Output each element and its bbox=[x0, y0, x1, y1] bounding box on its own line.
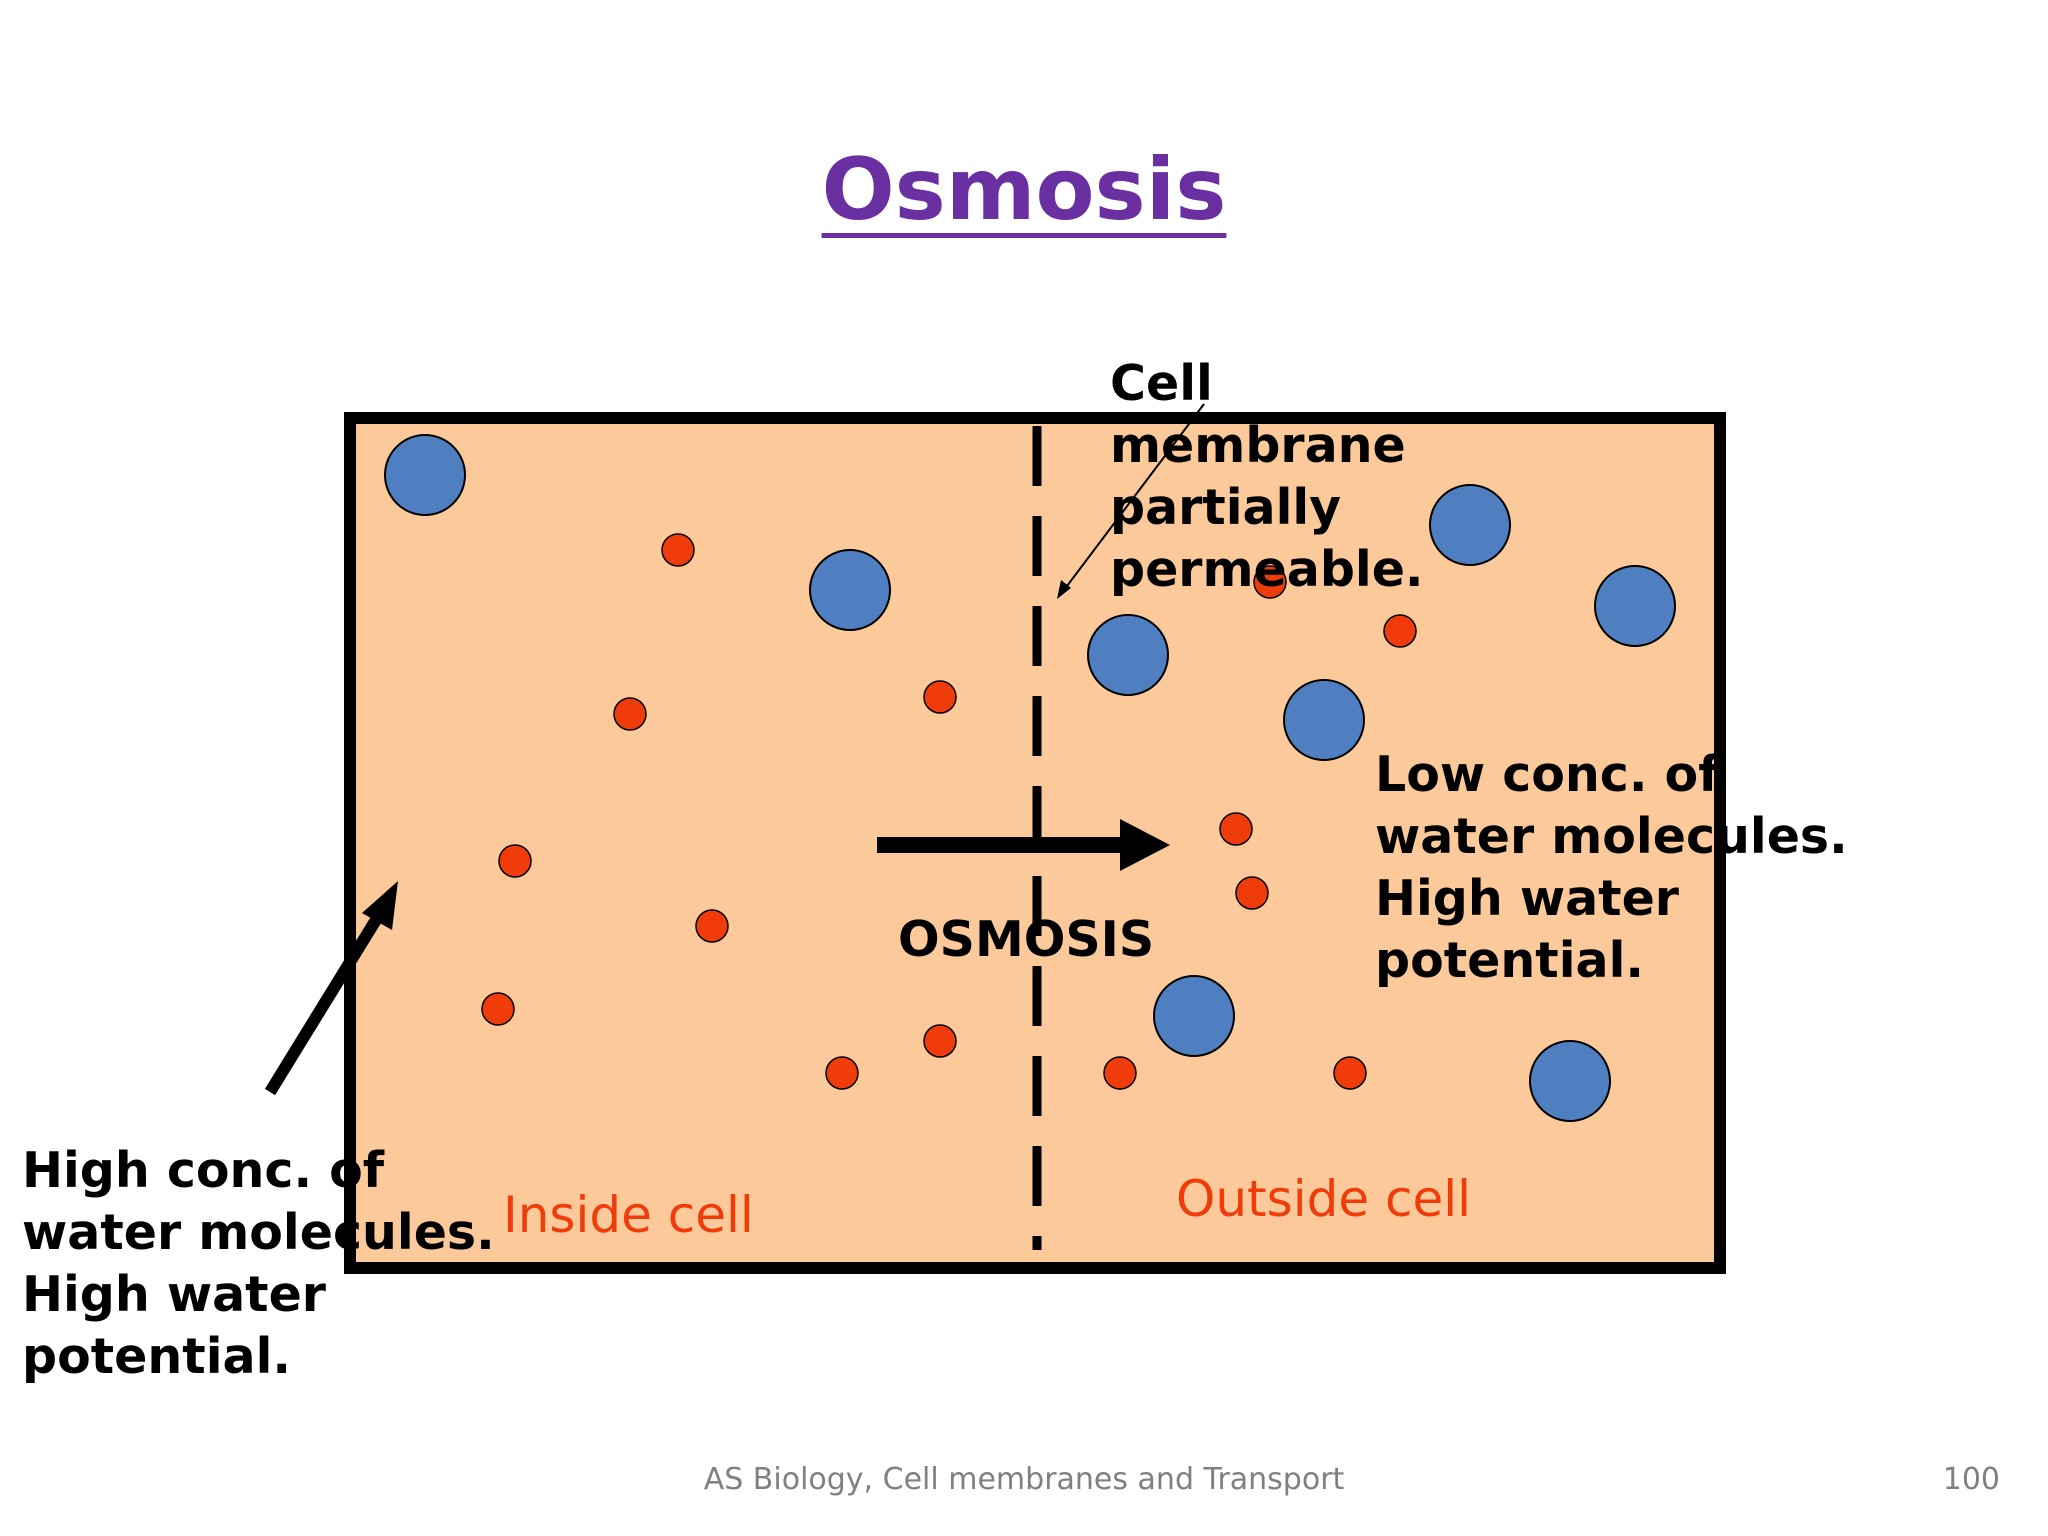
water-molecule bbox=[481, 992, 515, 1026]
water-molecule bbox=[498, 844, 532, 878]
low-conc-label-line: Low conc. of bbox=[1375, 746, 1720, 803]
large-molecules bbox=[384, 434, 1676, 1122]
high-conc-label: High conc. of water molecules. High wate… bbox=[22, 1140, 495, 1388]
osmosis-direction-arrow bbox=[877, 819, 1170, 871]
low-conc-label: Low conc. of water molecules. High water… bbox=[1375, 744, 1848, 992]
large-molecule bbox=[1283, 679, 1365, 761]
high-conc-pointer-arrow bbox=[264, 881, 398, 1096]
large-molecule bbox=[1153, 975, 1235, 1057]
low-conc-label-line: potential. bbox=[1375, 932, 1644, 989]
high-conc-label-line: High water bbox=[22, 1266, 326, 1323]
membrane-label-line: permeable. bbox=[1110, 541, 1424, 598]
low-conc-label-line: High water bbox=[1375, 870, 1679, 927]
slide-title: Osmosis bbox=[821, 140, 1227, 240]
water-molecule bbox=[1235, 876, 1269, 910]
water-molecule bbox=[1219, 812, 1253, 846]
membrane-label-line: membrane bbox=[1110, 417, 1406, 474]
membrane-label-line: partially bbox=[1110, 479, 1342, 536]
large-molecule bbox=[1529, 1040, 1611, 1122]
high-conc-label-line: potential. bbox=[22, 1328, 291, 1385]
membrane-callout-arrow bbox=[1057, 403, 1205, 599]
water-molecule bbox=[923, 680, 957, 714]
outside-cell-label: Outside cell bbox=[1176, 1170, 1472, 1228]
water-molecule bbox=[1103, 1056, 1137, 1090]
water-molecule bbox=[661, 533, 695, 567]
water-molecule bbox=[825, 1056, 859, 1090]
footer-text: AS Biology, Cell membranes and Transport bbox=[703, 1462, 1345, 1497]
large-molecule bbox=[1429, 484, 1511, 566]
water-molecule bbox=[1333, 1056, 1367, 1090]
osmosis-arrow-label-text: OSMOSIS bbox=[898, 911, 1155, 968]
water-molecule bbox=[613, 697, 647, 731]
water-molecule bbox=[1383, 614, 1417, 648]
page-number: 100 bbox=[1942, 1462, 2000, 1497]
high-conc-label-line: water molecules. bbox=[22, 1204, 495, 1261]
water-molecules bbox=[481, 533, 1417, 1090]
membrane-label: Cell membrane partially permeable. bbox=[1110, 353, 1424, 601]
large-molecule bbox=[809, 549, 891, 631]
water-molecule bbox=[695, 909, 729, 943]
water-molecule bbox=[1253, 565, 1287, 599]
large-molecule bbox=[384, 434, 466, 516]
high-conc-label-line: High conc. of bbox=[22, 1142, 385, 1199]
large-molecule bbox=[1087, 614, 1169, 696]
large-molecule bbox=[1594, 565, 1676, 647]
membrane-label-line: Cell bbox=[1110, 355, 1213, 412]
water-molecule bbox=[923, 1024, 957, 1058]
osmosis-arrow-label: OSMOSIS bbox=[898, 909, 1154, 971]
inside-cell-label: Inside cell bbox=[503, 1186, 754, 1244]
low-conc-label-line: water molecules. bbox=[1375, 808, 1848, 865]
